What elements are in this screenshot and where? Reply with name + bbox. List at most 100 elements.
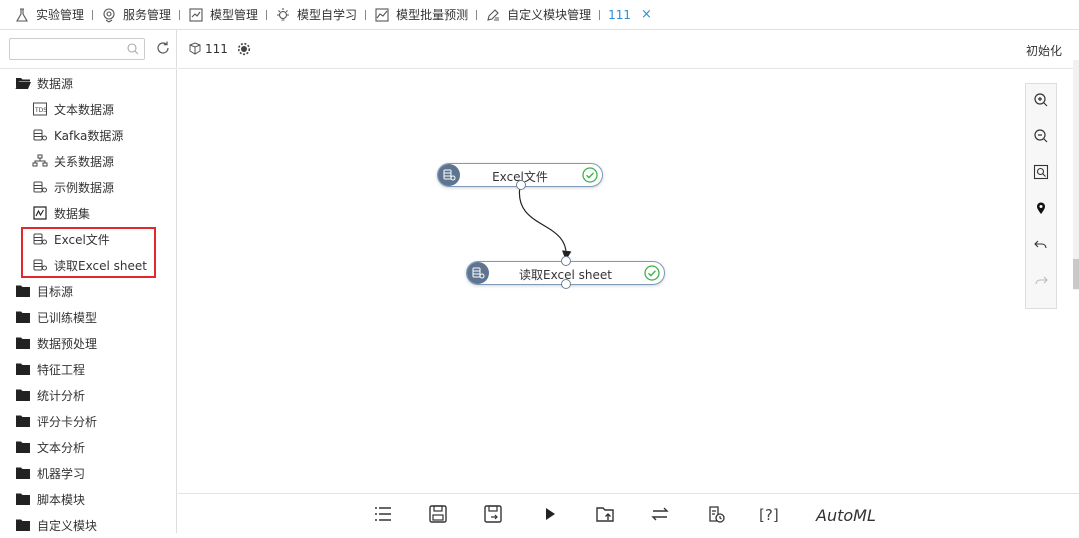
connection-layer [518,185,572,261]
tab-separator [476,9,478,20]
schedule-icon[interactable] [706,504,726,524]
divider [0,68,177,69]
locate-pin-icon[interactable] [1033,200,1049,216]
tab-111[interactable]: 111 [608,7,631,22]
folder-icon [16,519,30,531]
tab-model-self-learning[interactable]: 模型自学习 [275,6,357,23]
tree-folder-statistics[interactable]: 统计分析 [0,382,177,408]
project-label: 111 [188,42,251,56]
database-gear-icon [33,129,47,141]
check-circle-icon [582,167,598,183]
tree-item-read-excel-sheet[interactable]: 读取Excel sheet [0,252,177,278]
pen-icon [487,8,500,21]
settings-icon[interactable] [237,42,251,56]
workflow-canvas[interactable]: Excel文件 读取Excel sheet [178,70,1079,493]
folder-open-icon [15,78,31,89]
service-icon [103,7,115,23]
zoom-out-icon[interactable] [1033,128,1049,144]
folder-icon [16,415,30,427]
fit-view-icon[interactable] [1033,164,1049,180]
tab-model-management[interactable]: 模型管理 [188,6,258,23]
save-icon[interactable] [428,504,448,524]
database-gear-icon [467,262,489,284]
tab-separator [365,9,367,20]
help-button[interactable]: [?] [759,506,779,524]
tree-folder-datasource[interactable]: 数据源 [0,70,177,96]
connection-edge [518,185,572,261]
module-label: 读取Excel sheet [519,268,612,282]
zoom-in-icon[interactable] [1033,92,1049,108]
tree-item-dataset[interactable]: 数据集 [0,200,177,226]
tree-folder-machine-learning[interactable]: 机器学习 [0,460,177,486]
tree-item-sample-datasource[interactable]: 示例数据源 [0,174,177,200]
automl-button[interactable]: AutoML [816,506,876,525]
close-tab-icon[interactable]: × [641,7,652,22]
search-box [9,38,145,60]
tree-folder-script-modules[interactable]: 脚本模块 [0,486,177,512]
tree-folder-scorecard[interactable]: 评分卡分析 [0,408,177,434]
undo-icon[interactable] [1033,236,1049,252]
folder-icon [16,441,30,453]
swap-icon[interactable] [650,504,670,524]
flask-icon [16,7,28,22]
input-port[interactable] [561,256,571,266]
dataset-icon [33,206,47,220]
folder-icon [16,467,30,479]
refresh-icon[interactable] [155,40,171,56]
list-icon[interactable] [373,504,393,524]
check-circle-icon [644,265,660,281]
tree-folder-feature-engineering[interactable]: 特征工程 [0,356,177,382]
tree-item-kafka-datasource[interactable]: Kafka数据源 [0,122,177,148]
tab-custom-module-management[interactable]: 自定义模块管理 [485,6,591,23]
search-input[interactable] [14,39,124,59]
tree-item-text-datasource[interactable]: TDS 文本数据源 [0,96,177,122]
tab-separator [266,9,268,20]
tab-separator [92,9,94,20]
scrollbar-thumb[interactable] [1073,259,1079,289]
tab-separator [599,9,601,20]
save-as-icon[interactable] [483,504,503,524]
folder-icon [16,493,30,505]
canvas-control-bar [1025,83,1057,309]
tab-separator [179,9,181,20]
folder-icon [16,285,30,297]
tree-folder-preprocessing[interactable]: 数据预处理 [0,330,177,356]
relational-icon [32,154,48,167]
canvas-header: 111 初始化 [178,30,1079,69]
module-label: Excel文件 [492,170,548,184]
scrollbar-track[interactable] [1073,60,1079,290]
tree-item-excel-file[interactable]: Excel文件 [0,226,177,252]
database-gear-icon [33,181,47,193]
tree-folder-target-source[interactable]: 目标源 [0,278,177,304]
bulb-icon [277,7,290,21]
database-gear-icon [438,164,460,186]
output-port[interactable] [561,279,571,289]
tree-item-relational-datasource[interactable]: 关系数据源 [0,148,177,174]
folder-icon [16,389,30,401]
database-gear-icon [33,259,47,271]
folder-icon [16,311,30,323]
bottom-toolbar: [?] AutoML [178,493,1079,533]
project-icon [189,42,201,55]
tree-folder-custom-modules[interactable]: 自定义模块 [0,512,177,538]
tab-experiment-management[interactable]: 实验管理 [14,6,84,23]
database-gear-icon [33,233,47,245]
tree-folder-trained-models[interactable]: 已训练模型 [0,304,177,330]
svg-text:TDS: TDS [34,107,47,114]
initialize-button[interactable]: 初始化 [1025,44,1062,58]
line-chart-icon [375,7,389,22]
folder-icon [16,363,30,375]
tab-model-batch-prediction[interactable]: 模型批量预测 [374,6,468,23]
highlight-box [21,227,156,278]
export-folder-icon[interactable] [595,504,615,524]
search-icon[interactable] [126,42,140,56]
tree-folder-text-analysis[interactable]: 文本分析 [0,434,177,460]
run-icon[interactable] [540,504,560,524]
left-panel: 数据源 TDS 文本数据源 Kafka数据源 关系数据源 示例数据源 数据集 E… [0,30,177,533]
text-datasource-icon: TDS [33,102,47,116]
redo-icon[interactable] [1033,272,1049,288]
tab-service-management[interactable]: 服务管理 [101,6,171,23]
folder-icon [16,337,30,349]
output-port[interactable] [516,180,526,190]
model-chart-icon [189,7,203,22]
